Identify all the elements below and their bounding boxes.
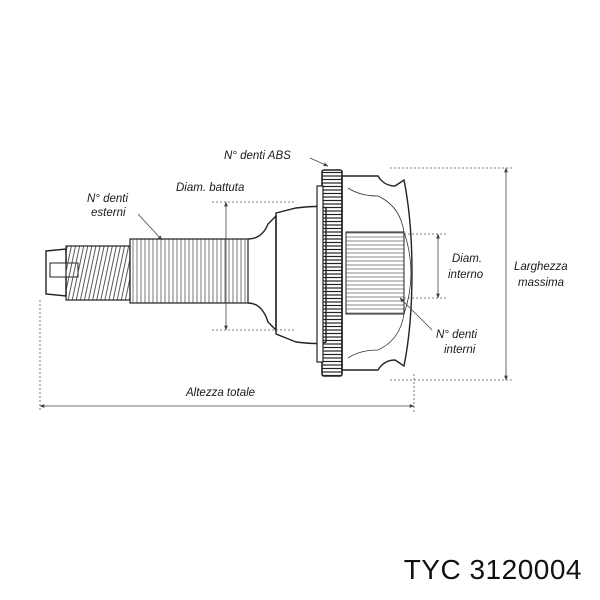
threaded-section <box>65 245 131 301</box>
abs-leader <box>309 157 329 167</box>
shaft-neck <box>247 214 277 332</box>
part-number: TYC 3120004 <box>403 554 582 585</box>
label-inner-teeth-2: interni <box>444 344 476 356</box>
label-outer-teeth-1: N° denti <box>87 193 128 205</box>
dimension-lines <box>39 157 512 412</box>
outer-teeth-leader <box>137 213 163 241</box>
outer-splined-shaft <box>129 238 249 304</box>
inner-spline-bore <box>345 231 405 315</box>
label-inner-diameter-2: interno <box>448 269 484 281</box>
label-total-height: Altezza totale <box>185 387 255 399</box>
label-max-width-2: massima <box>518 277 564 289</box>
abs-ring-band <box>316 185 324 363</box>
label-outer-teeth-2: esterni <box>91 207 126 219</box>
diagram-labels: N° denti ABS Diam. battuta N° denti este… <box>87 150 568 399</box>
inner-bore-curve <box>403 231 412 315</box>
abs-ring <box>321 169 343 377</box>
label-seat-diameter: Diam. battuta <box>176 182 244 194</box>
label-max-width-1: Larghezza <box>514 261 568 273</box>
label-abs-teeth: N° denti ABS <box>224 150 291 162</box>
label-inner-teeth-1: N° denti <box>436 329 477 341</box>
joint-drawing <box>45 169 413 377</box>
label-inner-diameter-1: Diam. <box>452 253 482 265</box>
bell-housing <box>341 175 413 371</box>
inner-teeth-leader <box>399 297 433 331</box>
